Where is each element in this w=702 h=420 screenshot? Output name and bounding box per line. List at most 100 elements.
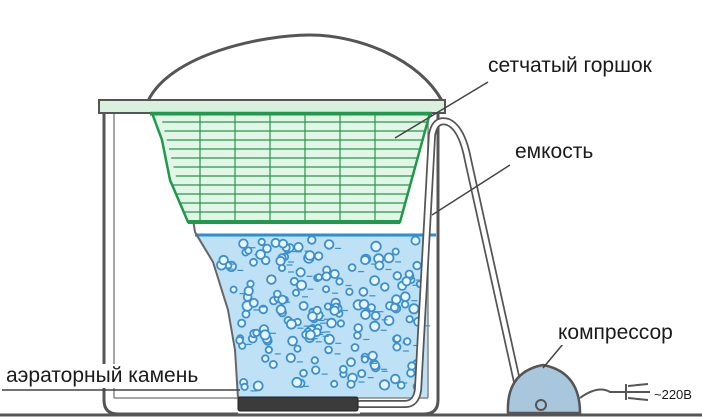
air-bubble xyxy=(357,369,367,379)
air-bubble xyxy=(412,260,422,271)
power-cord xyxy=(579,388,628,399)
air-bubble xyxy=(323,239,335,250)
air-bubble xyxy=(299,368,308,378)
leader-container xyxy=(431,164,511,216)
air-bubble xyxy=(353,331,362,340)
air-bubble xyxy=(369,320,381,332)
air-bubble xyxy=(293,344,302,353)
air-bubble xyxy=(313,251,324,261)
air-bubble xyxy=(367,350,378,361)
air-bubble xyxy=(350,343,360,352)
air-bubble xyxy=(396,380,406,390)
air-bubble xyxy=(347,263,357,272)
air-bubble xyxy=(257,237,266,247)
label-air-stone: аэраторный камень xyxy=(6,364,199,388)
air-bubble xyxy=(392,271,402,281)
air-bubble xyxy=(240,382,249,391)
air-bubble xyxy=(237,318,247,328)
air-bubble xyxy=(268,359,278,369)
air-bubble xyxy=(314,273,323,282)
air-bubble xyxy=(329,268,340,279)
air-bubble xyxy=(218,254,229,266)
air-bubble xyxy=(346,357,356,368)
air-bubble xyxy=(360,355,369,364)
air-bubble xyxy=(335,277,344,286)
air-bubble xyxy=(391,294,402,305)
air-bubble xyxy=(369,360,380,371)
air-bubble xyxy=(378,379,391,391)
air-bubble xyxy=(249,257,258,267)
air-bubble xyxy=(323,302,332,311)
air-bubble xyxy=(248,297,259,308)
air-bubble xyxy=(255,249,266,260)
air-bubble xyxy=(353,323,364,333)
leader-compressor xyxy=(542,343,564,369)
air-bubble xyxy=(322,285,331,294)
air-bubble xyxy=(360,309,371,320)
air-bubble xyxy=(262,243,272,254)
compressor-body xyxy=(506,363,582,415)
compressor-port xyxy=(535,399,547,411)
air-bubble xyxy=(370,310,381,321)
label-voltage: ~220В xyxy=(654,387,692,402)
air-bubble xyxy=(304,329,316,341)
air-bubble xyxy=(235,336,244,345)
air-bubble xyxy=(275,255,286,267)
air-bubble xyxy=(244,246,253,255)
air-bubble xyxy=(287,335,298,347)
air-bubble xyxy=(389,302,400,313)
container-left-wall xyxy=(102,113,238,416)
plug-icon xyxy=(625,383,650,401)
aerator-stone xyxy=(237,396,359,412)
air-bubble xyxy=(246,279,255,288)
air-bubble xyxy=(336,319,345,328)
air-bubble xyxy=(345,287,354,296)
leader-mesh-pot xyxy=(394,81,489,139)
air-bubble xyxy=(399,291,411,303)
air-bubble xyxy=(392,334,402,343)
air-bubble xyxy=(311,365,321,375)
air-bubble xyxy=(407,361,417,371)
air-bubble xyxy=(275,304,287,316)
label-compressor: компрессор xyxy=(558,321,673,345)
air-bubble xyxy=(272,289,282,299)
air-bubble xyxy=(310,356,319,365)
air-bubble xyxy=(358,286,369,297)
air-bubble xyxy=(259,329,271,341)
air-bubble xyxy=(295,279,307,291)
air-bubble xyxy=(392,342,402,352)
air-bubble xyxy=(266,274,277,285)
air-bubble xyxy=(291,376,303,388)
air-bubble xyxy=(374,260,385,271)
air-bubbles xyxy=(216,235,431,392)
air-bubble xyxy=(278,238,289,249)
mesh-pot-grid xyxy=(162,115,428,222)
air-bubble xyxy=(229,285,238,294)
air-bubble xyxy=(370,240,382,253)
air-bubble xyxy=(238,238,249,249)
air-bubble xyxy=(338,364,348,374)
air-bubble xyxy=(391,247,400,256)
air-bubble xyxy=(329,305,340,316)
air-bubble xyxy=(304,250,316,261)
air-bubble xyxy=(403,337,412,346)
air-bubble xyxy=(291,288,300,297)
air-bubble xyxy=(405,315,414,324)
air-bubble xyxy=(401,276,412,287)
air-hose-inner xyxy=(357,119,523,407)
container-right-wall xyxy=(360,113,440,416)
air-bubble xyxy=(252,380,264,392)
air-bubble xyxy=(307,235,317,245)
air-bubble xyxy=(252,328,261,337)
air-bubble xyxy=(390,373,401,385)
air-bubble xyxy=(241,309,251,319)
air-bubble xyxy=(285,352,296,363)
air-bubble xyxy=(285,318,297,330)
air-bubble xyxy=(277,294,288,305)
dome-lid xyxy=(146,33,444,102)
air-bubble xyxy=(380,282,390,292)
air-bubble xyxy=(369,275,381,287)
air-bubble xyxy=(346,379,356,389)
air-bubble xyxy=(264,345,273,354)
